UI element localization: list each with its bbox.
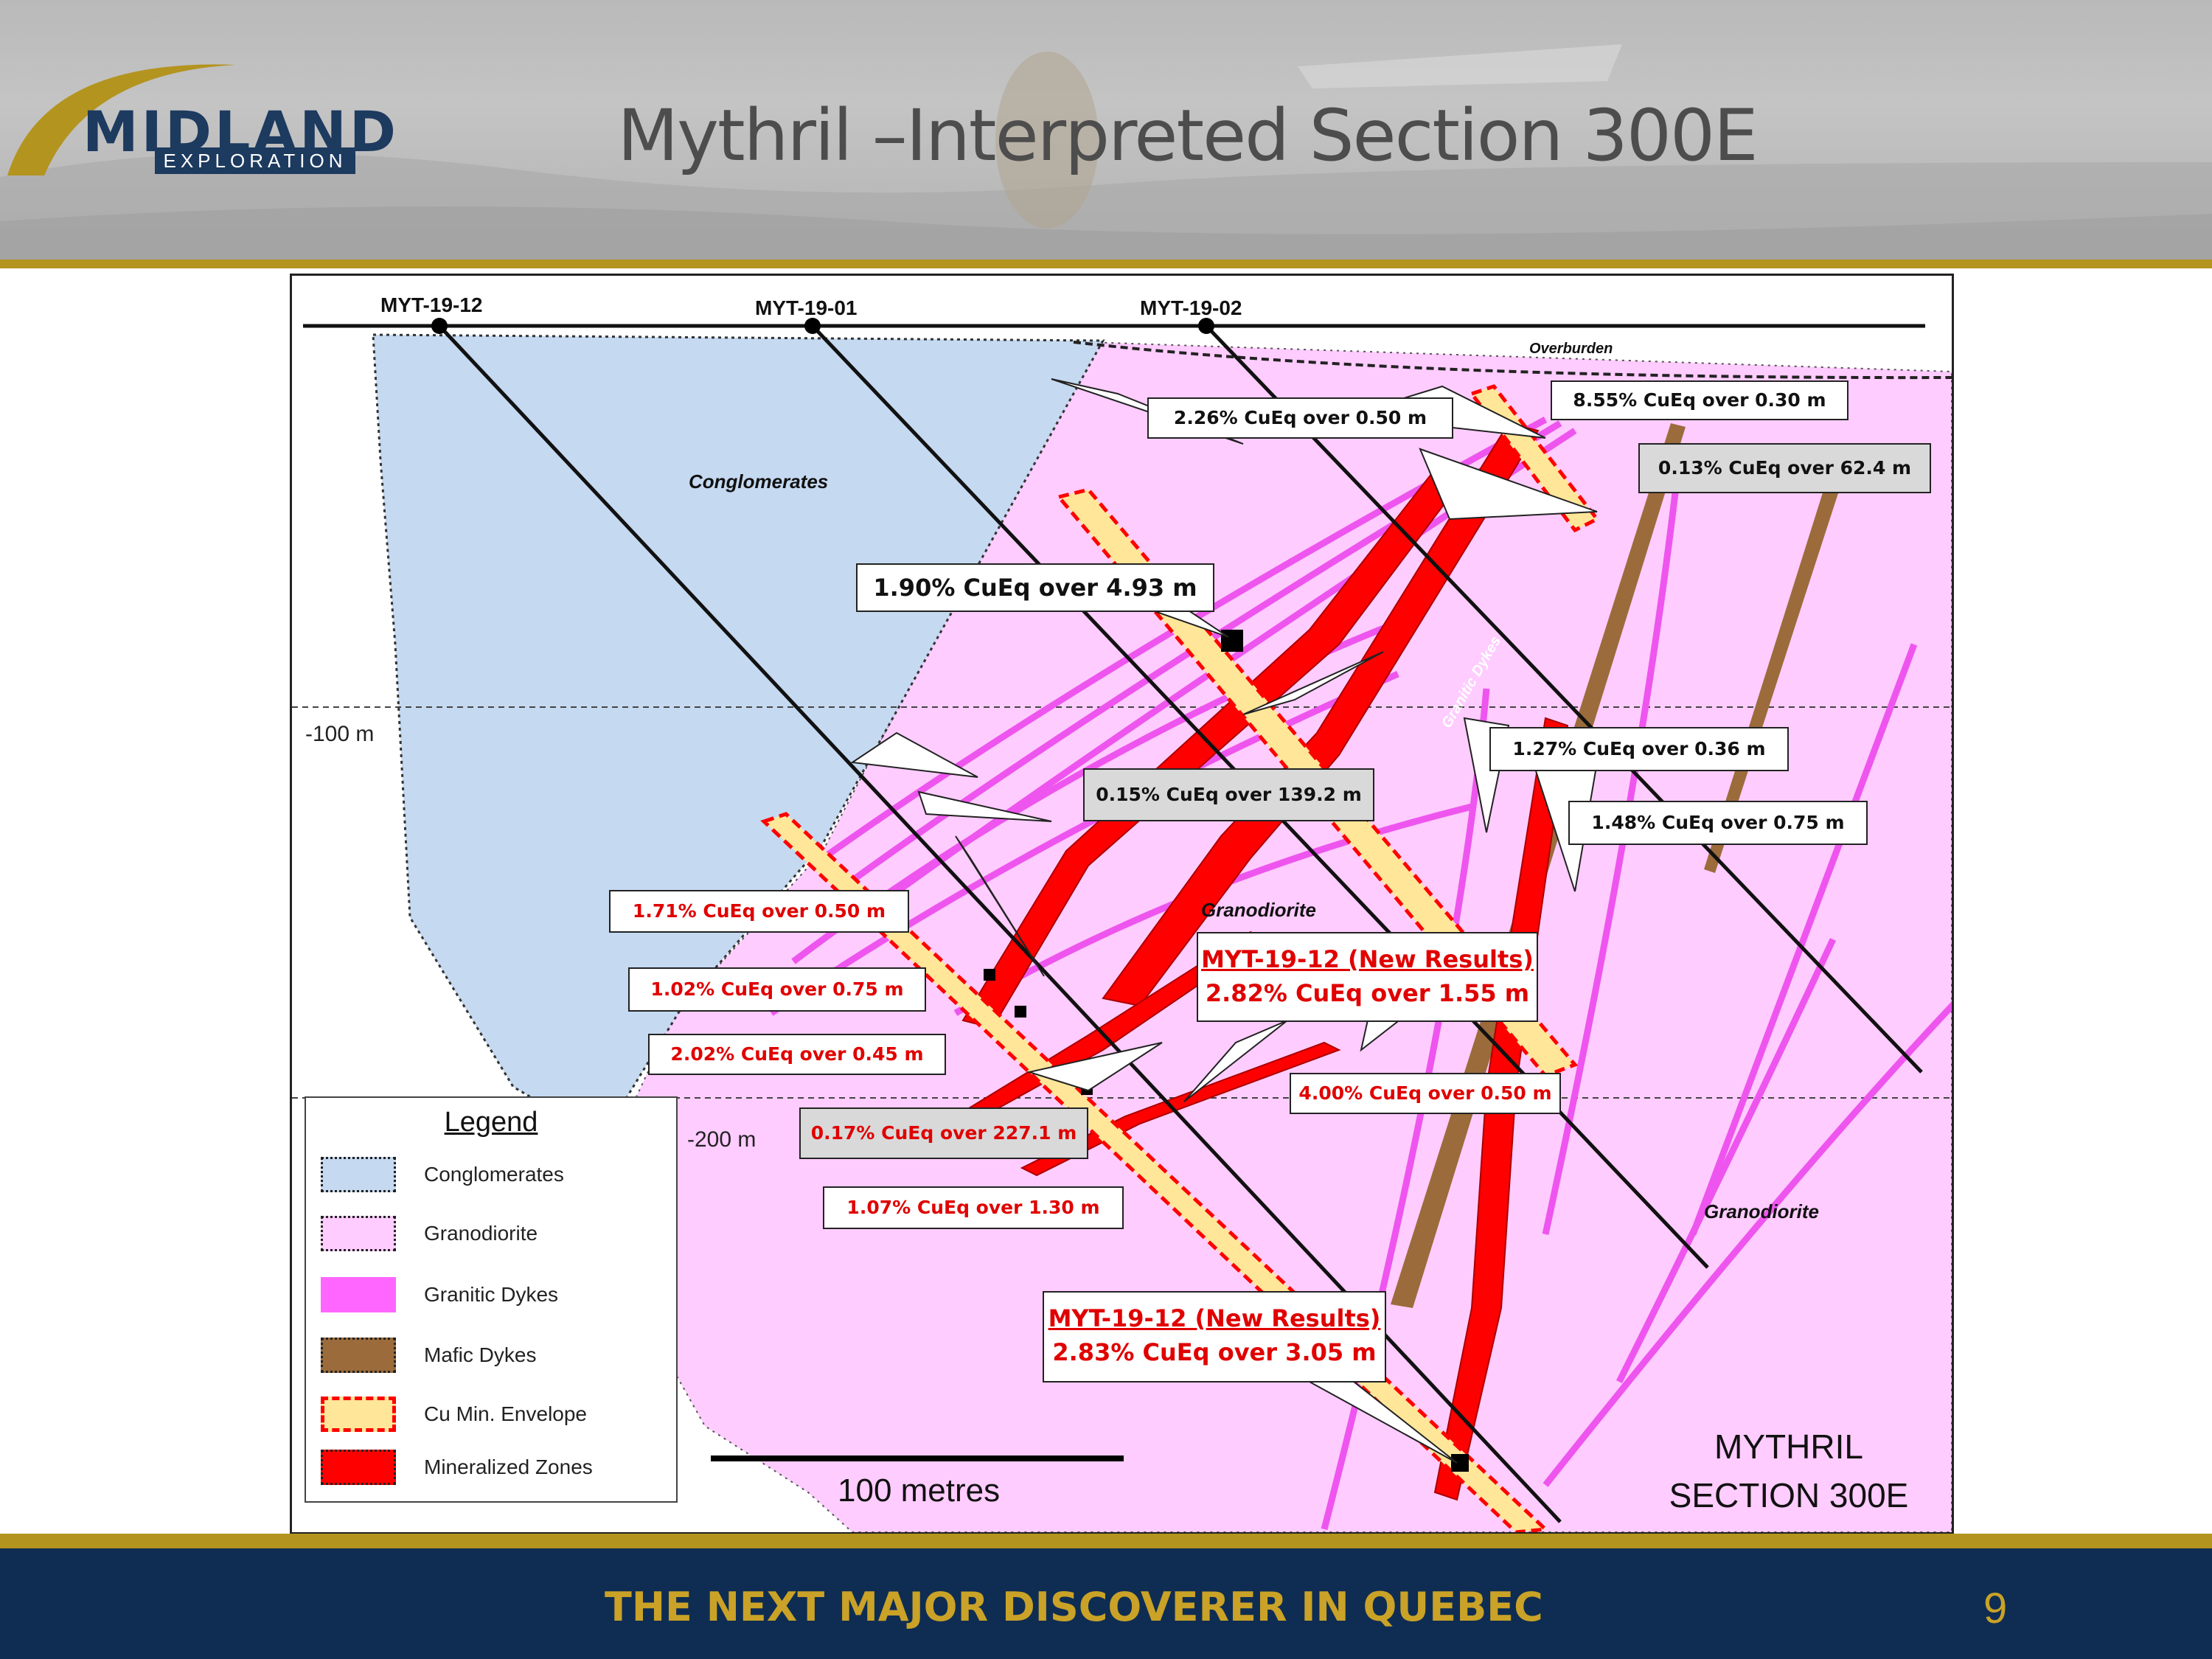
new-results-callout: MYT-19-12 (New Results) 2.83% CuEq over … bbox=[1043, 1291, 1386, 1382]
assay-callout: 0.17% CuEq over 227.1 m bbox=[799, 1107, 1088, 1159]
section-name-line1: MYTHRIL bbox=[1714, 1427, 1863, 1466]
legend-title: Legend bbox=[444, 1107, 538, 1138]
header-background-photo bbox=[0, 44, 2212, 260]
collars bbox=[431, 318, 1214, 334]
footer-divider bbox=[0, 1534, 2212, 1548]
logo-subtitle: EXPLORATION bbox=[155, 147, 355, 174]
assay-callout: 1.02% CuEq over 0.75 m bbox=[628, 967, 926, 1012]
page-number: 9 bbox=[1983, 1585, 2008, 1632]
slide-title: Mythril –Interpreted Section 300E bbox=[617, 94, 1758, 177]
logo-swoosh-icon bbox=[7, 64, 236, 175]
legend-swatch-mafic-dykes bbox=[321, 1338, 396, 1373]
granodiorite-label: Granodiorite bbox=[1201, 899, 1317, 921]
assay-callout: 0.15% CuEq over 139.2 m bbox=[1083, 768, 1374, 821]
new-results-title: MYT-19-12 (New Results) bbox=[1048, 1304, 1381, 1332]
header-divider bbox=[0, 260, 2212, 268]
legend-swatch-granodiorite bbox=[321, 1216, 396, 1251]
legend-label: Granodiorite bbox=[424, 1222, 538, 1245]
assay-callout: 1.48% CuEq over 0.75 m bbox=[1568, 801, 1868, 845]
geologic-section: MYT-19-12 MYT-19-01 MYT-19-02 Overburden… bbox=[290, 274, 1954, 1534]
new-results-value: 2.83% CuEq over 3.05 m bbox=[1052, 1338, 1377, 1366]
scale-label: 100 metres bbox=[838, 1472, 1001, 1509]
assay-callout: 2.26% CuEq over 0.50 m bbox=[1147, 397, 1453, 439]
legend-label: Cu Min. Envelope bbox=[424, 1402, 588, 1425]
legend: Legend Conglomerates Granodiorite Granit… bbox=[305, 1096, 678, 1503]
assay-callout: 1.07% CuEq over 1.30 m bbox=[823, 1186, 1124, 1229]
assay-callout: 8.55% CuEq over 0.30 m bbox=[1551, 380, 1848, 420]
assay-callout: 0.13% CuEq over 62.4 m bbox=[1638, 443, 1931, 493]
overburden-line bbox=[1073, 341, 1952, 380]
legend-label: Conglomerates bbox=[424, 1163, 564, 1186]
header-banner: MIDLAND EXPLORATION Mythril –Interpreted… bbox=[0, 0, 2212, 260]
drill-hole-label: MYT-19-01 bbox=[755, 296, 858, 319]
footer-bar bbox=[0, 1548, 2212, 1659]
section-name-line2: SECTION 300E bbox=[1669, 1476, 1909, 1514]
assay-callout: 2.02% CuEq over 0.45 m bbox=[648, 1034, 946, 1075]
intersection-markers bbox=[984, 630, 1469, 1472]
assay-callout: 1.71% CuEq over 0.50 m bbox=[609, 890, 909, 933]
assay-callout: 1.90% CuEq over 4.93 m bbox=[856, 563, 1214, 612]
legend-swatch-granitic-dykes bbox=[321, 1277, 396, 1312]
footer-tagline: THE NEXT MAJOR DISCOVERER IN QUEBEC bbox=[605, 1584, 1543, 1630]
legend-swatch-conglomerates bbox=[321, 1157, 396, 1192]
legend-swatch-mineralized-zones bbox=[321, 1450, 396, 1485]
midland-logo bbox=[0, 35, 383, 183]
legend-label: Mafic Dykes bbox=[424, 1343, 537, 1366]
legend-swatch-cu-envelope bbox=[321, 1397, 396, 1432]
scale-bar bbox=[711, 1455, 1124, 1461]
section-name: MYTHRIL SECTION 300E bbox=[1656, 1422, 1921, 1520]
new-results-value: 2.82% CuEq over 1.55 m bbox=[1205, 979, 1530, 1007]
depth-label: -200 m bbox=[687, 1127, 757, 1152]
depth-label: -100 m bbox=[305, 722, 375, 746]
drill-hole-label: MYT-19-12 bbox=[380, 293, 483, 316]
granodiorite-label: Granodiorite bbox=[1704, 1200, 1820, 1222]
legend-label: Granitic Dykes bbox=[424, 1283, 559, 1306]
new-results-title: MYT-19-12 (New Results) bbox=[1201, 945, 1534, 973]
overburden-label: Overburden bbox=[1529, 341, 1613, 357]
drill-trace-myt-19-02 bbox=[1205, 324, 1923, 1074]
drill-hole-label: MYT-19-02 bbox=[1140, 296, 1242, 319]
legend-label: Mineralized Zones bbox=[424, 1455, 593, 1478]
assay-callout: 1.27% CuEq over 0.36 m bbox=[1489, 727, 1789, 771]
assay-callout: 4.00% CuEq over 0.50 m bbox=[1290, 1073, 1561, 1114]
new-results-callout: MYT-19-12 (New Results) 2.82% CuEq over … bbox=[1197, 932, 1538, 1022]
conglomerates-label: Conglomerates bbox=[689, 470, 829, 493]
